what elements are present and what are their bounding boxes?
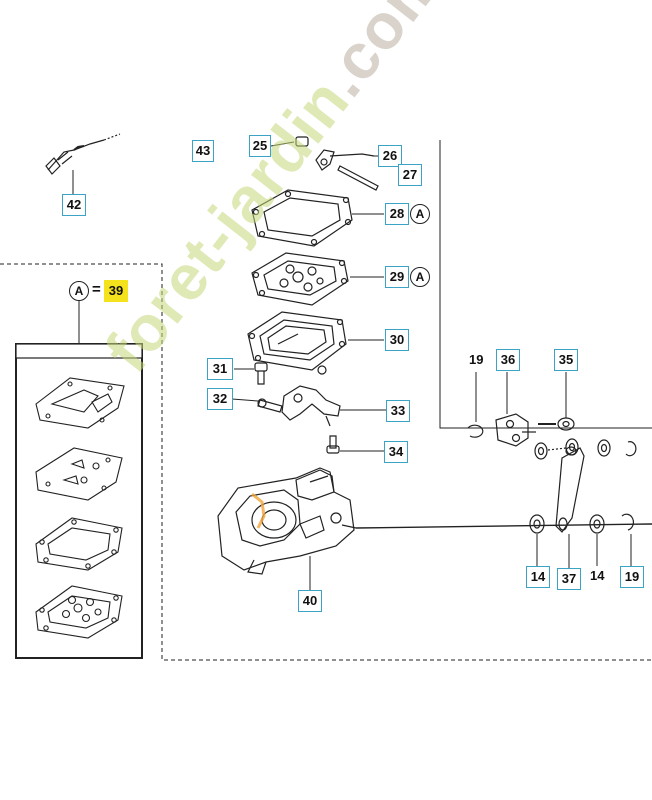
callout-39-kit[interactable]: 39 xyxy=(104,280,128,302)
lever-26 xyxy=(315,149,375,171)
callout-26[interactable]: 26 xyxy=(378,145,402,167)
kit-dashed-frame xyxy=(0,263,652,661)
orange-accent xyxy=(251,492,266,529)
screw-31 xyxy=(254,362,268,385)
equals-sign: = xyxy=(92,281,101,298)
cable-fitting-42 xyxy=(45,133,121,175)
kit-gasket-3 xyxy=(35,517,123,571)
bracket-33 xyxy=(281,385,341,427)
callout-32[interactable]: 32 xyxy=(207,388,233,410)
screw-34 xyxy=(326,435,340,454)
callout-35[interactable]: 35 xyxy=(554,349,578,371)
callout-37[interactable]: 37 xyxy=(557,568,581,590)
kit-gasket-1 xyxy=(35,377,125,429)
callout-25[interactable]: 25 xyxy=(249,135,271,157)
gasket-28 xyxy=(251,189,353,247)
callout-42[interactable]: 42 xyxy=(62,194,86,216)
washer-row-mid xyxy=(534,438,637,460)
callout-19-bottom[interactable]: 19 xyxy=(620,566,644,588)
callout-40[interactable]: 40 xyxy=(298,590,322,612)
diaphragm-29 xyxy=(251,252,349,306)
throttle-rod xyxy=(355,523,652,529)
ref-marker-a-29: A xyxy=(410,267,430,287)
kit-box xyxy=(15,343,143,659)
callout-28[interactable]: 28 xyxy=(385,203,409,225)
label-14-right: 14 xyxy=(590,568,605,583)
kit-diaphragm xyxy=(35,585,123,639)
washer-row-low xyxy=(529,513,635,534)
lever-36 xyxy=(495,413,536,447)
pin-27 xyxy=(337,165,379,191)
callout-29[interactable]: 29 xyxy=(385,266,409,288)
callout-27[interactable]: 27 xyxy=(398,164,422,186)
cover-30 xyxy=(247,311,347,375)
label-19-top: 19 xyxy=(469,352,484,367)
link-rod-37 xyxy=(555,446,585,533)
circlip-19-top xyxy=(467,424,484,438)
callout-34[interactable]: 34 xyxy=(384,441,408,463)
kit-marker-a: A xyxy=(69,281,89,301)
carburetor-40 xyxy=(217,467,355,575)
callout-30[interactable]: 30 xyxy=(385,329,409,351)
callout-43[interactable]: 43 xyxy=(192,140,214,162)
linkage-solid-frame xyxy=(439,140,652,429)
callout-36[interactable]: 36 xyxy=(496,349,520,371)
screw-32 xyxy=(257,398,283,413)
callout-14-left[interactable]: 14 xyxy=(526,566,550,588)
callout-31[interactable]: 31 xyxy=(207,358,233,380)
kit-gasket-2 xyxy=(35,447,123,501)
ref-marker-a-28: A xyxy=(410,204,430,224)
callout-33[interactable]: 33 xyxy=(386,400,410,422)
screw-25 xyxy=(295,136,309,147)
